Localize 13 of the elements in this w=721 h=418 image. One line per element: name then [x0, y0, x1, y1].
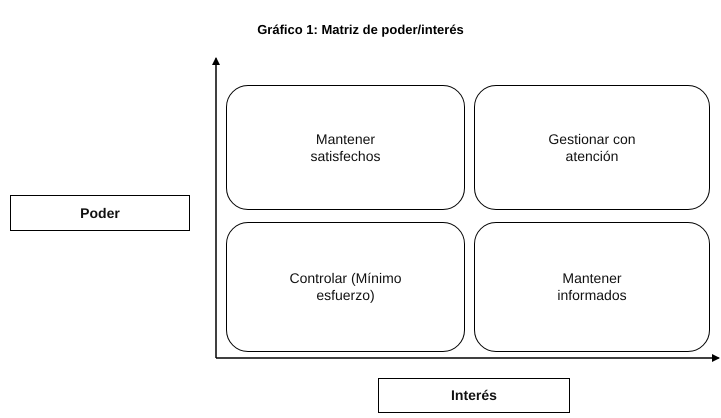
box-text: Mantener informados: [556, 270, 628, 304]
quadrant-box: [474, 85, 710, 210]
box-text: Interés: [451, 387, 497, 404]
box-text: Gestionar con atención: [547, 130, 637, 164]
box-text: Mantener satisfechos: [309, 130, 382, 164]
quadrant-box: [226, 85, 465, 210]
axis-label-box: [10, 195, 190, 231]
quadrant-box: [226, 222, 465, 352]
quadrant-box: [474, 222, 710, 352]
axis-label-box: [378, 378, 570, 413]
chart-title: Gráfico 1: Matriz de poder/interés: [256, 22, 465, 37]
box-text: Poder: [80, 204, 120, 222]
box-text: Controlar (Mínimo esfuerzo): [288, 270, 403, 304]
